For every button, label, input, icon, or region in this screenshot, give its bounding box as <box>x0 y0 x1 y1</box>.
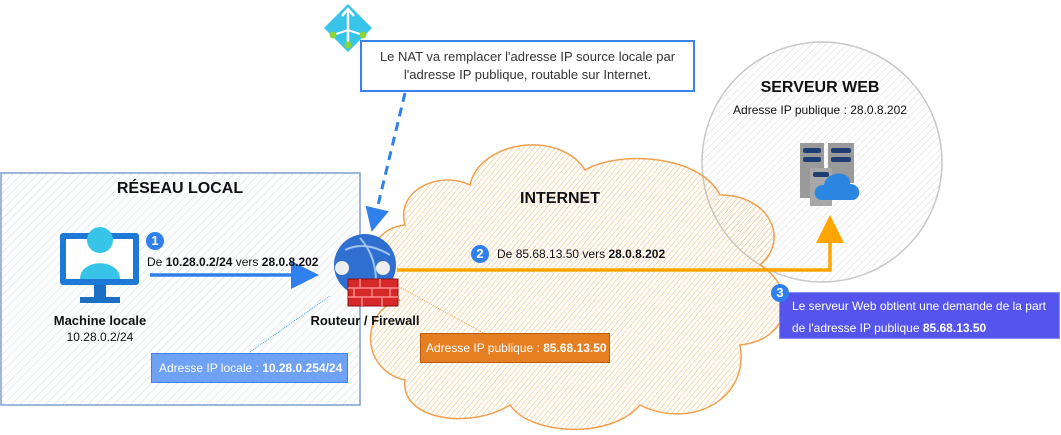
step2-dst: 28.0.8.202 <box>608 247 666 261</box>
web-server-ip: Adresse IP publique : 28.0.8.202 <box>733 103 907 117</box>
step3-box: Le serveur Web obtient une demande de la… <box>779 292 1060 339</box>
local-ip-box: Adresse IP locale : 10.28.0.254/24 <box>151 353 348 383</box>
nat-dashed-arrow <box>365 92 407 232</box>
nat-callout: Le NAT va remplacer l'adresse IP source … <box>360 40 695 92</box>
computer-user-icon <box>60 227 139 303</box>
cloud-server-icon <box>800 143 860 206</box>
public-ip-prefix: Adresse IP publique : <box>426 341 540 355</box>
step2-badge: 2 <box>471 245 489 263</box>
web-server-title: SERVEUR WEB <box>760 79 880 96</box>
step1-label: De 10.28.0.2/24 vers 28.0.8.202 <box>147 255 318 269</box>
router-label: Routeur / Firewall <box>310 313 420 328</box>
step2-label: De 85.68.13.50 vers 28.0.8.202 <box>497 247 665 261</box>
step2-middle: vers <box>579 247 609 261</box>
local-ip-connector <box>249 295 331 353</box>
step1-dst: 28.0.8.202 <box>261 255 319 269</box>
public-ip-value: 85.68.13.50 <box>543 341 607 355</box>
local-network-title: RÉSEAU LOCAL <box>116 180 244 197</box>
step3-line2-prefix: de l'adresse IP publique <box>792 321 923 335</box>
step2-prefix: De <box>497 247 516 261</box>
router-firewall-icon <box>334 234 399 307</box>
step3-line2-ip: 85.68.13.50 <box>922 321 987 335</box>
machine-label: Machine locale <box>53 313 147 328</box>
local-ip-prefix: Adresse IP locale : <box>159 361 259 375</box>
step1-src: 10.28.0.2/24 <box>165 255 233 269</box>
public-ip-connector <box>395 284 486 335</box>
local-ip-value: 10.28.0.254/24 <box>262 361 343 375</box>
step2-src: 85.68.13.50 <box>515 247 580 261</box>
step3-badge: 3 <box>771 284 789 302</box>
step1-prefix: De <box>147 255 166 269</box>
step3-line2: de l'adresse IP publique 85.68.13.50 <box>792 317 1059 339</box>
public-ip-box: Adresse IP publique : 85.68.13.50 <box>420 333 610 363</box>
step2-arrow <box>397 215 844 272</box>
machine-ip: 10.28.0.2/24 <box>66 330 134 344</box>
step1-middle: vers <box>232 255 262 269</box>
step3-line1: Le serveur Web obtient une demande de la… <box>792 299 1046 313</box>
step1-badge: 1 <box>146 232 164 250</box>
internet-title: INTERNET <box>520 190 600 207</box>
